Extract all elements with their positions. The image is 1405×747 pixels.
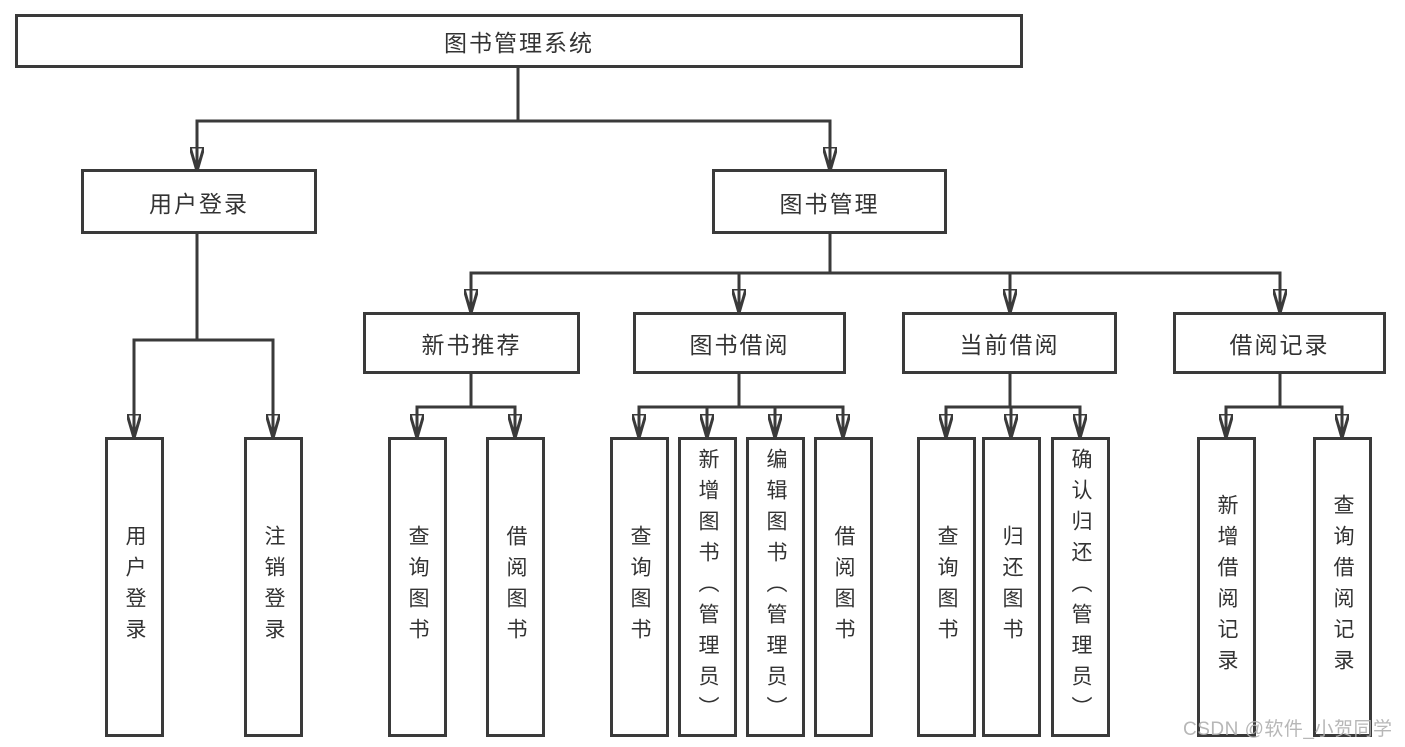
node-book-borrow: 图书借阅 (633, 312, 846, 374)
leaf-borrow-books: 借阅图书 (814, 437, 873, 737)
leaf-label: 新增借阅记录 (1215, 494, 1238, 680)
leaf-add-books-admin: 新增图书（管理员） (678, 437, 737, 737)
leaf-label: 查询借阅记录 (1331, 494, 1354, 680)
node-borrow-record: 借阅记录 (1173, 312, 1386, 374)
leaf-query-books-current: 查询图书 (917, 437, 976, 737)
leaf-label: 归还图书 (1000, 525, 1023, 649)
leaf-label: 新增图书（管理员） (696, 447, 719, 727)
leaf-label: 查询图书 (406, 525, 429, 649)
leaf-query-borrow-record: 查询借阅记录 (1313, 437, 1372, 737)
leaf-label: 借阅图书 (832, 525, 855, 649)
leaf-edit-books-admin: 编辑图书（管理员） (746, 437, 805, 737)
node-current-borrow: 当前借阅 (902, 312, 1117, 374)
leaf-add-borrow-record: 新增借阅记录 (1197, 437, 1256, 737)
node-user-login: 用户登录 (81, 169, 317, 234)
leaf-label: 注销登录 (262, 525, 285, 649)
leaf-label: 用户登录 (123, 525, 146, 649)
leaf-user-login: 用户登录 (105, 437, 164, 737)
csdn-watermark: CSDN @软件_小贺同学 (1183, 719, 1393, 740)
leaf-label: 编辑图书（管理员） (764, 447, 787, 727)
leaf-confirm-return-admin: 确认归还（管理员） (1051, 437, 1110, 737)
leaf-label: 借阅图书 (504, 525, 527, 649)
node-library-management-system: 图书管理系统 (15, 14, 1023, 68)
leaf-logout: 注销登录 (244, 437, 303, 737)
leaf-query-books-recommend: 查询图书 (388, 437, 447, 737)
leaf-borrow-books-recommend: 借阅图书 (486, 437, 545, 737)
leaf-label: 查询图书 (935, 525, 958, 649)
leaf-query-books-borrow: 查询图书 (610, 437, 669, 737)
leaf-label: 查询图书 (628, 525, 651, 649)
leaf-label: 确认归还（管理员） (1069, 447, 1092, 727)
node-book-management: 图书管理 (712, 169, 947, 234)
leaf-return-books: 归还图书 (982, 437, 1041, 737)
node-new-book-recommend: 新书推荐 (363, 312, 580, 374)
